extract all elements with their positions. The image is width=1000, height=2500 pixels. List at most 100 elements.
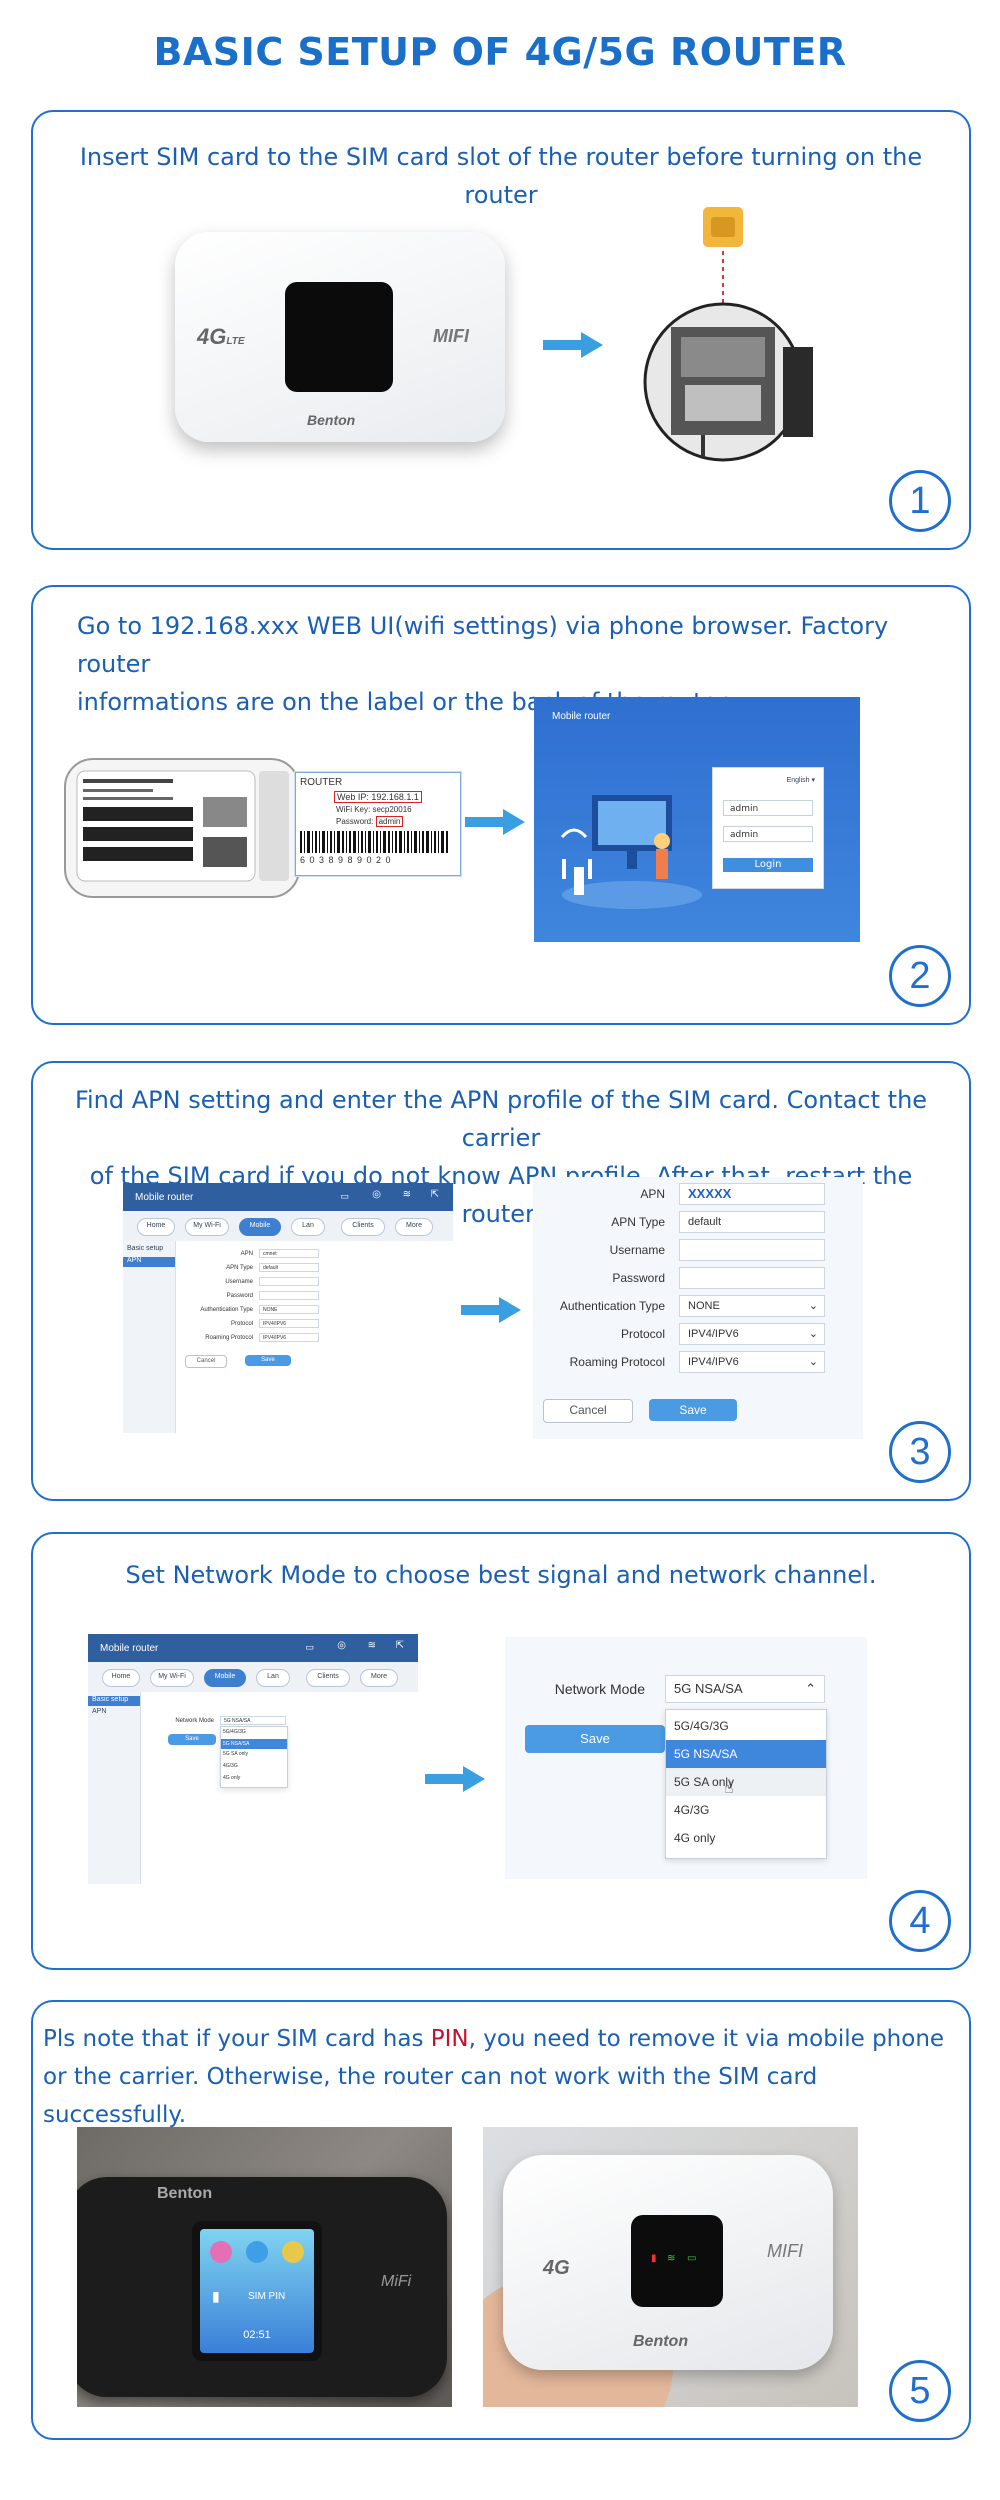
label-password: Password [612, 1271, 665, 1285]
step-1-text: Insert SIM card to the SIM card slot of … [79, 143, 923, 209]
step-3-number: 3 [889, 1421, 951, 1483]
mini-option[interactable]: 5G/4G/3G [223, 1729, 246, 1735]
option-5g-4g-3g[interactable]: 5G/4G/3G [674, 1719, 729, 1733]
globe-icon: ◎ [372, 1189, 381, 1200]
auth-type-select[interactable]: NONE ⌄ [679, 1295, 825, 1317]
mini-input-auth[interactable]: NONE [259, 1305, 319, 1314]
label-barcode-number: 6 0 3 8 9 8 9 0 2 0 [300, 855, 392, 865]
step-4-text: Set Network Mode to choose best signal a… [125, 1561, 877, 1589]
network-mode-select[interactable]: 5G NSA/SA ⌃ [665, 1675, 825, 1703]
label-password: admin [375, 816, 404, 827]
tab-lan[interactable]: Lan [291, 1218, 325, 1236]
tab-clients[interactable]: Clients [341, 1218, 385, 1236]
step-2-text: Go to 192.168.xxx WEB UI(wifi settings) … [77, 607, 947, 721]
option-5g-sa-only[interactable]: 5G SA only [666, 1768, 826, 1796]
save-button[interactable]: Save [649, 1399, 737, 1421]
battery-icon: ▭ [305, 1642, 314, 1652]
chevron-down-icon: ▾ [811, 777, 815, 784]
tab-mobile[interactable]: Mobile [204, 1669, 246, 1687]
step-2-number: 2 [889, 945, 951, 1007]
mini-input-username[interactable] [259, 1277, 319, 1286]
network-mini-screen: Mobile router ▭ ◎ ≋ ⇱ Home My Wi-Fi Mobi… [88, 1634, 418, 1884]
mini-header: Mobile router ▭ ◎ ≋ ⇱ [123, 1183, 453, 1211]
option-4g-3g[interactable]: 4G/3G [674, 1803, 710, 1817]
apn-type-input[interactable]: default [679, 1211, 825, 1233]
router-image: 4GLTE MIFI Benton [175, 232, 505, 442]
mini-network-mode-select[interactable]: 5G NSA/SA [220, 1716, 286, 1725]
tab-mobile[interactable]: Mobile [239, 1218, 281, 1236]
label-line2: Web IP: 192.168.1.1 [334, 791, 422, 803]
step-1-card: Insert SIM card to the SIM card slot of … [31, 110, 971, 550]
tab-home[interactable]: Home [137, 1218, 175, 1236]
sidebar-item-basic[interactable]: Basic setup [88, 1696, 140, 1706]
step-2-card: Go to 192.168.xxx WEB UI(wifi settings) … [31, 585, 971, 1025]
chevron-down-icon: ⌄ [808, 1328, 818, 1340]
sim-pin-text: SIM PIN [248, 2291, 286, 2302]
mini-label-protocol: Protocol [230, 1321, 253, 1327]
password-input[interactable]: admin [723, 826, 813, 842]
option-4g-only[interactable]: 4G only [674, 1831, 716, 1845]
arrow-icon [465, 809, 525, 835]
tab-lan[interactable]: Lan [256, 1669, 290, 1687]
username-input[interactable]: admin [723, 800, 813, 816]
tab-wifi[interactable]: My Wi-Fi [185, 1218, 229, 1236]
roaming-protocol-select[interactable]: IPV4/IPV6 ⌄ [679, 1351, 825, 1373]
mini-option[interactable]: 5G NSA/SA [221, 1739, 287, 1749]
mini-sidebar: Basic setup APN [123, 1241, 176, 1433]
logout-icon: ⇱ [395, 1640, 404, 1651]
tab-home[interactable]: Home [102, 1669, 140, 1687]
wifi-icon: ≋ [667, 2253, 676, 2264]
mini-label-auth: Authentication Type [200, 1307, 253, 1313]
mini-save-button[interactable]: Save [168, 1734, 216, 1745]
mini-option[interactable]: 5G SA only [223, 1751, 249, 1757]
mini-input-password[interactable] [259, 1291, 319, 1300]
arrow-icon [461, 1297, 521, 1323]
label-line4: Password: admin [336, 816, 404, 827]
login-screen: Mobile router English ▾ admin admin Logi… [534, 697, 860, 942]
page-title: BASIC SETUP OF 4G/5G ROUTER [153, 30, 847, 74]
step-4-number: 4 [889, 1890, 951, 1952]
lcd-screen: ▮ SIM PIN 02:51 [192, 2221, 322, 2361]
username-input[interactable] [679, 1239, 825, 1261]
barcode [300, 831, 448, 853]
battery-icon: ▭ [687, 2253, 697, 2264]
step-3-text-line1: Find APN setting and enter the APN profi… [74, 1086, 928, 1152]
option-5g-nsa-sa[interactable]: 5G NSA/SA [666, 1740, 826, 1768]
label-network-mode: Network Mode [554, 1681, 645, 1697]
sidebar-item-basic[interactable]: Basic setup [127, 1245, 164, 1252]
mini-save-button[interactable]: Save [245, 1355, 291, 1366]
cancel-button[interactable]: Cancel [543, 1399, 633, 1423]
mini-option[interactable]: 4G only [223, 1775, 241, 1781]
protocol-select[interactable]: IPV4/IPV6 ⌄ [679, 1323, 825, 1345]
chevron-down-icon: ⌄ [808, 1300, 818, 1312]
tab-clients[interactable]: Clients [306, 1669, 350, 1687]
tab-more[interactable]: More [395, 1218, 433, 1236]
sidebar-item-apn[interactable]: APN [123, 1257, 175, 1267]
tab-more[interactable]: More [360, 1669, 398, 1687]
cursor-hand-icon: ☝ [724, 1778, 734, 1797]
mini-header: Mobile router ▭ ◎ ≋ ⇱ [88, 1634, 418, 1662]
mini-option[interactable]: 4G/3G [223, 1763, 238, 1769]
tab-wifi[interactable]: My Wi-Fi [150, 1669, 194, 1687]
mini-input-apn-type[interactable]: default [259, 1263, 319, 1272]
password-input[interactable] [679, 1267, 825, 1289]
step-5-text-line2: or the carrier. Otherwise, the router ca… [43, 2064, 818, 2128]
mini-input-apn[interactable]: cmnet [259, 1249, 319, 1258]
mini-label-network-mode: Network Mode [175, 1718, 214, 1724]
sidebar-item-apn[interactable]: APN [92, 1708, 107, 1715]
wifi-icon [246, 2241, 268, 2263]
save-button[interactable]: Save [525, 1725, 665, 1753]
mini-sidebar: Basic setup APN [88, 1692, 141, 1884]
language-select[interactable]: English ▾ [786, 777, 815, 784]
battery-icon: ▭ [340, 1191, 349, 1201]
login-button[interactable]: Login [723, 858, 813, 872]
mini-input-protocol[interactable]: IPV4/IPV6 [259, 1319, 319, 1328]
label-apn: APN [640, 1187, 665, 1201]
mini-tabbar: Home My Wi-Fi Mobile Lan Clients More [123, 1211, 453, 1241]
mini-cancel-button[interactable]: Cancel [185, 1355, 227, 1368]
apn-input[interactable]: XXXXX [679, 1183, 825, 1205]
mini-input-roaming[interactable]: IPV4/IPV6 [259, 1333, 319, 1342]
photo2-screen: ▮ ≋ ▭ [631, 2215, 723, 2307]
mini-tabbar: Home My Wi-Fi Mobile Lan Clients More [88, 1662, 418, 1692]
photo2-maker: Benton [633, 2333, 689, 2350]
